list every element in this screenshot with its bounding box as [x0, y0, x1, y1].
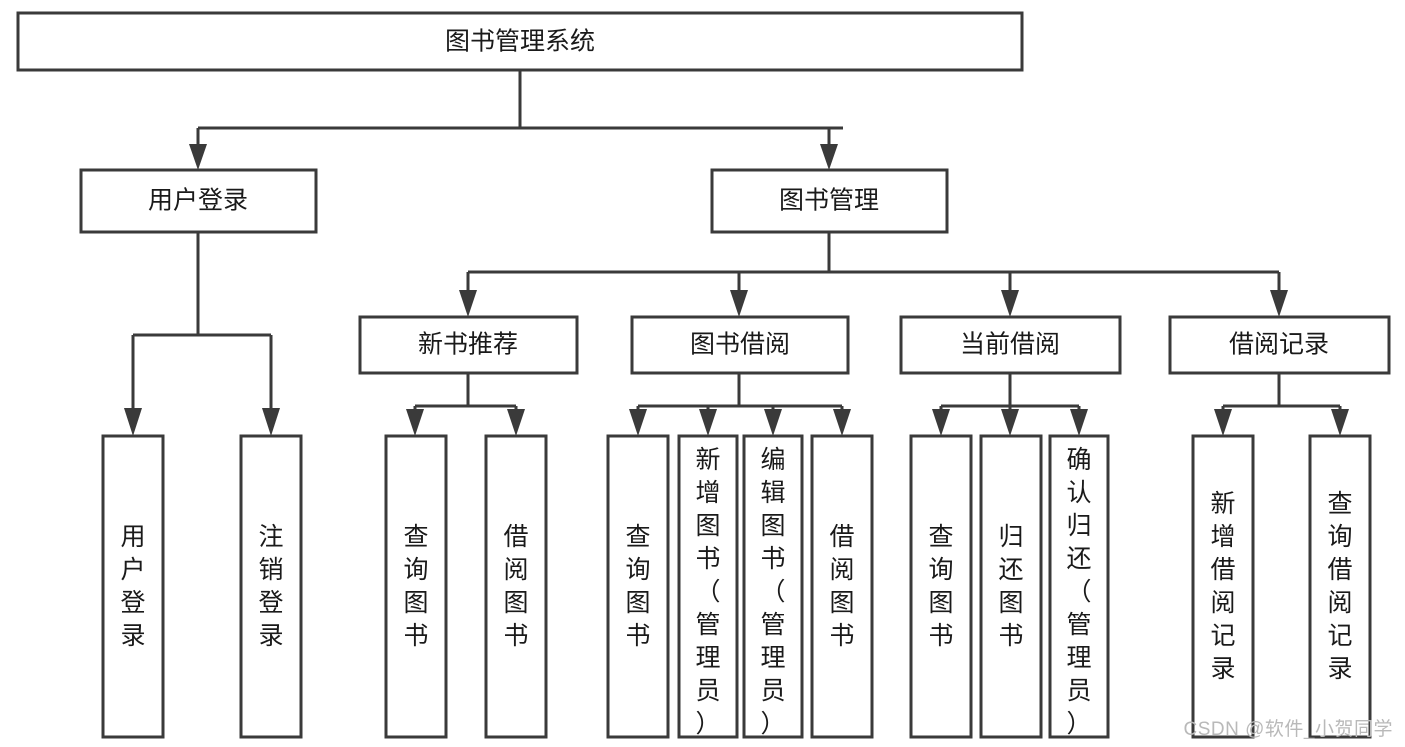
node-leaf-add-record[interactable]: 新增借阅记录: [1191, 434, 1255, 739]
node-borrow-record-label: 借阅记录: [1229, 331, 1329, 359]
node-user-login-label: 用户登录: [148, 187, 248, 215]
node-leaf-confirm-return-admin-box[interactable]: [1048, 434, 1110, 739]
node-book-borrow[interactable]: 图书借阅: [630, 315, 850, 375]
connectors: [124, 70, 1349, 436]
arrow-head-leaf-query-book-3: [932, 409, 950, 436]
node-new-book-rec-label: 新书推荐: [418, 331, 518, 359]
node-root[interactable]: 图书管理系统: [16, 11, 1024, 72]
node-new-book-rec-box[interactable]: [358, 315, 579, 375]
node-root-box[interactable]: [16, 11, 1024, 72]
node-leaf-user-logout-label: 注销登录: [258, 523, 283, 650]
node-leaf-return-book-label: 归还图书: [998, 523, 1023, 650]
node-leaf-user-login-box[interactable]: [101, 434, 165, 739]
node-root-label: 图书管理系统: [445, 28, 595, 56]
arrow-head-leaf-user-logout: [262, 408, 280, 436]
node-leaf-query-book-3-label: 查询图书: [928, 523, 953, 650]
node-current-borrow-label: 当前借阅: [960, 331, 1060, 359]
node-leaf-confirm-return-admin-label: 确认归还（管理员）: [1066, 446, 1091, 738]
node-user-login[interactable]: 用户登录: [79, 168, 318, 234]
node-current-borrow[interactable]: 当前借阅: [899, 315, 1122, 375]
node-book-borrow-label: 图书借阅: [690, 331, 790, 359]
arrow-head-borrow-record: [1270, 290, 1288, 317]
node-leaf-return-book-box[interactable]: [979, 434, 1043, 739]
node-leaf-edit-book-admin-box[interactable]: [742, 434, 804, 739]
arrow-head-leaf-add-book-admin: [699, 409, 717, 436]
arrow-head-leaf-query-record: [1331, 409, 1349, 436]
node-leaf-query-book-2[interactable]: 查询图书: [606, 434, 670, 739]
node-leaf-borrow-book-2-box[interactable]: [810, 434, 874, 739]
arrow-head-user-login: [189, 144, 207, 170]
arrow-head-leaf-edit-book-admin: [764, 409, 782, 436]
node-leaf-user-logout-box[interactable]: [239, 434, 303, 739]
node-book-manage-label: 图书管理: [779, 187, 879, 215]
node-borrow-record[interactable]: 借阅记录: [1168, 315, 1391, 375]
arrow-head-leaf-query-book-1: [406, 409, 424, 436]
arrow-head-current-borrow: [1001, 290, 1019, 317]
node-leaf-return-book[interactable]: 归还图书: [979, 434, 1043, 739]
node-book-manage-box[interactable]: [710, 168, 949, 234]
node-book-borrow-box[interactable]: [630, 315, 850, 375]
node-leaf-query-book-1-box[interactable]: [384, 434, 448, 739]
node-leaf-query-book-3-box[interactable]: [909, 434, 973, 739]
node-leaf-query-record-label: 查询借阅记录: [1327, 490, 1352, 683]
arrow-head-new-book-rec: [459, 290, 477, 317]
node-leaf-borrow-book-2[interactable]: 借阅图书: [810, 434, 874, 739]
node-leaf-user-login[interactable]: 用户登录: [101, 434, 165, 739]
arrow-head-book-borrow: [730, 290, 748, 317]
arrow-head-leaf-add-record: [1214, 409, 1232, 436]
node-leaf-user-logout[interactable]: 注销登录: [239, 434, 303, 739]
node-leaf-borrow-book-1[interactable]: 借阅图书: [484, 434, 548, 739]
arrow-head-leaf-borrow-book-2: [833, 409, 851, 436]
node-leaf-borrow-book-2-label: 借阅图书: [829, 523, 854, 650]
node-leaf-add-book-admin[interactable]: 新增图书（管理员）: [677, 434, 739, 739]
node-leaf-query-book-2-label: 查询图书: [625, 523, 650, 650]
node-leaf-borrow-book-1-box[interactable]: [484, 434, 548, 739]
node-leaf-edit-book-admin[interactable]: 编辑图书（管理员）: [742, 434, 804, 739]
node-leaf-query-book-1-label: 查询图书: [403, 523, 428, 650]
arrow-head-book-manage: [820, 144, 838, 170]
node-leaf-add-book-admin-label: 新增图书（管理员）: [695, 446, 720, 738]
node-leaf-query-book-1[interactable]: 查询图书: [384, 434, 448, 739]
arrow-head-leaf-query-book-2: [629, 409, 647, 436]
arrow-head-leaf-borrow-book-1: [507, 409, 525, 436]
arrow-head-leaf-return-book: [1001, 409, 1019, 436]
node-leaf-add-book-admin-box[interactable]: [677, 434, 739, 739]
node-user-login-box[interactable]: [79, 168, 318, 234]
node-borrow-record-box[interactable]: [1168, 315, 1391, 375]
arrow-head-leaf-user-login: [124, 408, 142, 436]
node-leaf-user-login-label: 用户登录: [120, 523, 145, 650]
node-leaf-query-book-2-box[interactable]: [606, 434, 670, 739]
node-leaf-confirm-return-admin[interactable]: 确认归还（管理员）: [1048, 434, 1110, 739]
node-current-borrow-box[interactable]: [899, 315, 1122, 375]
node-leaf-borrow-book-1-label: 借阅图书: [503, 523, 528, 650]
node-leaf-query-book-3[interactable]: 查询图书: [909, 434, 973, 739]
node-book-manage[interactable]: 图书管理: [710, 168, 949, 234]
node-leaf-add-record-label: 新增借阅记录: [1210, 490, 1235, 683]
node-leaf-query-record-box[interactable]: [1308, 434, 1372, 739]
node-leaf-edit-book-admin-label: 编辑图书（管理员）: [760, 446, 785, 738]
node-leaf-query-record[interactable]: 查询借阅记录: [1308, 434, 1372, 739]
node-leaf-add-record-box[interactable]: [1191, 434, 1255, 739]
node-new-book-rec[interactable]: 新书推荐: [358, 315, 579, 375]
arrow-head-leaf-confirm-return-admin: [1070, 409, 1088, 436]
